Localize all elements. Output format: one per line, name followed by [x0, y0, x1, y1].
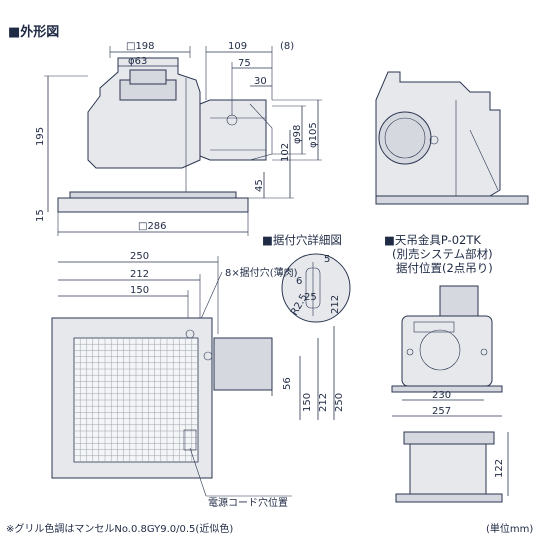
cord-label: 電源コード穴位置	[208, 496, 288, 509]
detail-dim-25: 25	[304, 292, 317, 303]
front-flange	[375, 195, 529, 205]
dim-height-195: 195	[35, 127, 46, 146]
plan-dim-56: 56	[282, 377, 293, 390]
bracket-lower-body	[409, 443, 487, 495]
front-view	[375, 71, 529, 205]
dim-height-15: 15	[35, 209, 46, 222]
side-view: □198 φ63 109 (8) 75 30 195 15 φ98 φ105 1…	[35, 41, 322, 236]
dim-30: 30	[254, 76, 267, 87]
bracket-rail	[403, 431, 495, 445]
dim-panel-width: □286	[138, 221, 167, 232]
dim-75: 75	[238, 58, 251, 69]
cord-hole	[183, 429, 197, 451]
bracket-dim-257: 257	[432, 406, 451, 417]
dim-dia-105: φ105	[308, 122, 319, 148]
mount-hole-1	[185, 329, 195, 339]
bracket-title: ■天吊金具P-02TK	[384, 233, 481, 247]
plan-dim-212-v: 212	[318, 393, 329, 412]
dim-45: 45	[254, 179, 265, 192]
duct-outlet	[378, 111, 432, 165]
bracket-dim-122: 122	[494, 459, 505, 478]
mount-hole-2	[203, 351, 213, 361]
drawing-title: ■外形図	[8, 24, 59, 40]
bracket-sub1: (別売システム部材)	[392, 247, 493, 261]
mounting-flange	[69, 191, 237, 199]
dim-box-width: □198	[126, 41, 155, 52]
plan-view: 250 212 150 8×据付穴(薄肉) 56 150 212 250 電源コ…	[51, 251, 345, 509]
mounting-hole-detail: 5 6 25 R2.5 212	[281, 253, 351, 323]
detail-dim-5: 5	[324, 254, 330, 265]
hole-detail-circle	[281, 253, 351, 323]
plan-dim-150: 150	[130, 285, 149, 296]
ceiling-panel	[57, 197, 249, 213]
footnote: ※グリル色調はマンセルNo.0.8GY9.0/0.5(近似色)	[6, 522, 233, 535]
grille-mesh	[74, 338, 198, 462]
dim-dia-98: φ98	[292, 125, 303, 144]
plan-dim-250: 250	[130, 251, 149, 262]
dim-duct-dia-top: φ63	[128, 56, 147, 67]
duct-adapter	[199, 99, 267, 161]
plan-dim-150-v: 150	[302, 393, 313, 412]
bracket-dim-230: 230	[432, 390, 451, 401]
bracket-view: 230 257 122	[391, 285, 509, 503]
bracket-body	[401, 315, 493, 387]
detail-dim-6: 6	[296, 276, 302, 287]
dim-109: 109	[228, 41, 247, 52]
detail-dim-212: 212	[330, 295, 341, 314]
unit-label: (単位mm)	[486, 522, 533, 535]
dim-8: (8)	[280, 41, 294, 52]
bracket-sub2: 据付位置(2点吊り)	[396, 261, 493, 275]
bracket-duct-top	[439, 285, 479, 317]
plan-dim-212: 212	[130, 269, 149, 280]
top-duct-stub	[129, 69, 167, 85]
plan-duct	[213, 337, 273, 391]
hole-label: 8×据付穴(薄肉)	[225, 266, 298, 279]
detail-title: ■据付穴詳細図	[262, 233, 342, 247]
plan-dim-250-v: 250	[334, 393, 345, 412]
dim-102: 102	[280, 143, 291, 162]
